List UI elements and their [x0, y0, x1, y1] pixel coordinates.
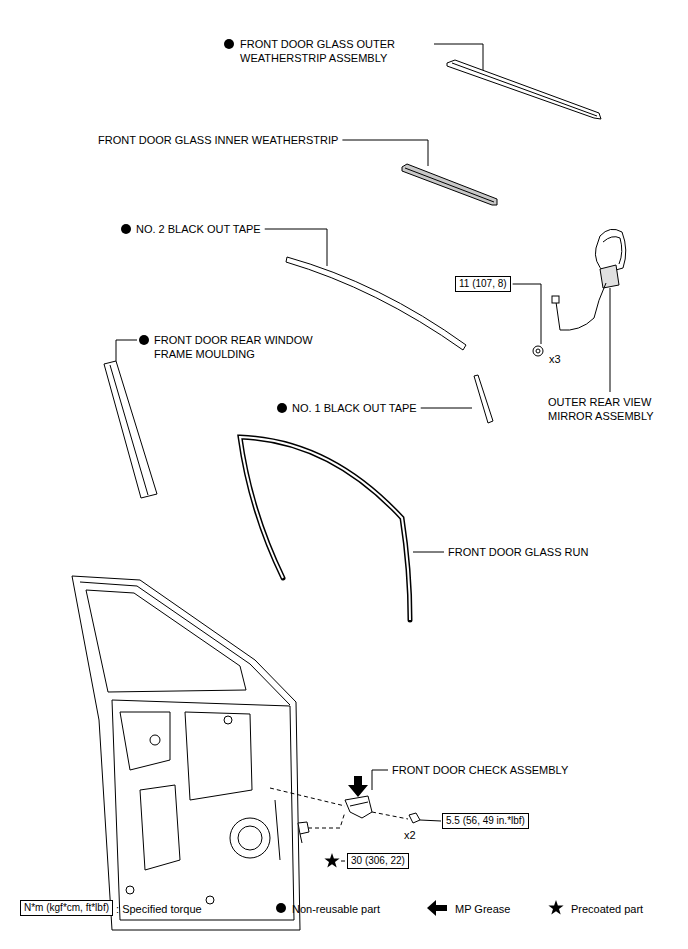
torque-value: 30 (306, 22) [351, 855, 405, 866]
quantity-note: x3 [549, 352, 561, 366]
install-line [308, 812, 345, 828]
door-hole [126, 886, 134, 894]
legend-arrow [427, 900, 447, 916]
door-frame-line [80, 582, 290, 705]
part-name: FRONT DOOR REAR WINDOW FRAME MOULDING [154, 333, 339, 361]
door-check [345, 796, 372, 818]
door-cutout [185, 712, 252, 800]
door-hole [206, 896, 214, 904]
part-name: NO. 1 BLACK OUT TAPE [292, 401, 417, 415]
glass-run [240, 437, 410, 620]
torque-value: 5.5 (56, 49 in.*lbf) [446, 815, 525, 826]
door-hole [224, 716, 232, 724]
install-line [270, 788, 345, 806]
check-bolt [409, 813, 420, 823]
mirror-housing-detail [603, 237, 622, 264]
black-out-tape-1 [474, 375, 493, 423]
part-name: FRONT DOOR GLASS RUN [448, 545, 588, 559]
door-panel [72, 576, 300, 930]
leader-line [116, 340, 137, 361]
precoat-star [324, 853, 339, 868]
door-cutout [140, 785, 180, 870]
black-out-tape-2 [286, 257, 466, 350]
check-bolt [298, 822, 309, 834]
door-edge-detail [275, 800, 280, 860]
speaker-hole-inner [238, 826, 262, 850]
leader-line [421, 408, 472, 409]
door-inner-panel [112, 700, 294, 920]
legend-text: Precoated part [571, 902, 643, 916]
torque-value: 11 (107, 8) [459, 278, 507, 289]
legend-text: MP Grease [455, 902, 510, 916]
mirror-bolt-center [536, 349, 540, 353]
quantity-note: x2 [404, 828, 416, 842]
check-bolt-shank [300, 834, 302, 843]
torque-box: 5.5 (56, 49 in.*lbf) [442, 813, 529, 829]
torque-box: N*m (kgf*cm, ft*lbf) [20, 900, 113, 916]
outer-weatherstrip [447, 60, 601, 119]
non-reusable-dot [277, 403, 287, 413]
mirror-bolt [533, 346, 543, 356]
part-name: OUTER REAR VIEW MIRROR ASSEMBLY [548, 395, 673, 423]
install-line [372, 812, 408, 819]
window-frame-moulding [104, 361, 157, 498]
legend-star [548, 900, 563, 915]
torque-box: 30 (306, 22) [347, 853, 409, 869]
leader-line [265, 229, 327, 266]
door-hole [150, 735, 160, 745]
torque-value: N*m (kgf*cm, ft*lbf) [24, 902, 109, 913]
non-reusable-dot [121, 224, 131, 234]
inner-weatherstrip [402, 164, 497, 205]
non-reusable-dot [139, 335, 149, 345]
leader-line [372, 770, 388, 790]
legend-text: Non-reusable part [292, 902, 380, 916]
part-name: FRONT DOOR CHECK ASSEMBLY [392, 763, 568, 777]
leader-line [342, 140, 428, 166]
inner-weatherstrip-edge [405, 168, 494, 202]
mirror-connector [552, 296, 559, 303]
speaker-hole [230, 818, 270, 858]
door-check-detail [350, 802, 368, 806]
part-name: FRONT DOOR GLASS OUTER WEATHERSTRIP ASSE… [240, 37, 430, 65]
window-frame-moulding-edge [110, 365, 148, 495]
legend-text: : Specified torque [116, 902, 202, 916]
leader-line [420, 820, 441, 821]
part-name: NO. 2 BLACK OUT TAPE [136, 222, 261, 236]
torque-box: 11 (107, 8) [455, 276, 511, 292]
non-reusable-dot [224, 39, 234, 49]
leader-line [513, 284, 541, 344]
door-window-opening [86, 590, 246, 692]
mirror-wire [556, 283, 606, 330]
leader-line [341, 861, 345, 862]
leader-line [434, 44, 483, 70]
part-name: FRONT DOOR GLASS INNER WEATHERSTRIP [98, 133, 338, 147]
mirror-base [600, 265, 619, 288]
mirror-leader [610, 288, 611, 392]
outer-weatherstrip-edge [452, 63, 597, 116]
leader-line [413, 552, 444, 553]
glass-run-inner [240, 437, 410, 620]
legend-dot [276, 903, 286, 913]
door-cutout [120, 712, 170, 770]
grease-arrow [348, 776, 368, 797]
